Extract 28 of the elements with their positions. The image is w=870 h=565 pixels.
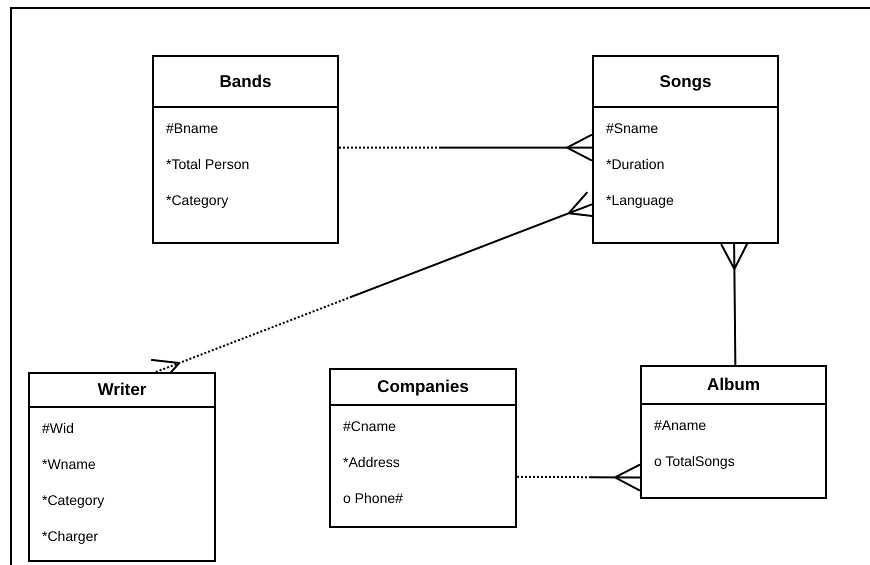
attribute-text: #Cname bbox=[343, 417, 397, 436]
entity-name: Songs bbox=[660, 70, 712, 93]
attribute-text: *Category bbox=[42, 491, 106, 510]
entity-box bbox=[640, 365, 827, 499]
entity-name: Writer bbox=[98, 379, 146, 402]
entity-name: Bands bbox=[220, 70, 272, 93]
attribute-text: o TotalSongs bbox=[654, 452, 736, 471]
entity-box bbox=[592, 55, 779, 244]
entity-name: Companies bbox=[377, 376, 469, 398]
attribute-text: *Category bbox=[166, 191, 230, 210]
relationship-line bbox=[339, 134, 593, 162]
entity-box bbox=[329, 368, 517, 528]
attribute-text: *Wname bbox=[42, 455, 97, 474]
relationship-line bbox=[720, 242, 748, 366]
entity-box bbox=[152, 55, 339, 244]
attribute-text: *Duration bbox=[606, 155, 666, 174]
attribute-text: #Aname bbox=[654, 416, 708, 435]
attribute-text: #Bname bbox=[166, 119, 220, 138]
entity-name: Album bbox=[707, 374, 760, 396]
attribute-text: #Wid bbox=[42, 419, 75, 438]
attribute-text: *Address bbox=[343, 453, 401, 472]
attribute-text: *Total Person bbox=[166, 155, 250, 174]
attribute-text: o Phone# bbox=[343, 489, 404, 508]
attribute-text: *Charger bbox=[42, 527, 100, 546]
attribute-text: *Language bbox=[606, 191, 675, 210]
relationship-line bbox=[517, 464, 642, 492]
entity-box bbox=[28, 372, 216, 562]
attribute-text: #Sname bbox=[606, 119, 660, 138]
